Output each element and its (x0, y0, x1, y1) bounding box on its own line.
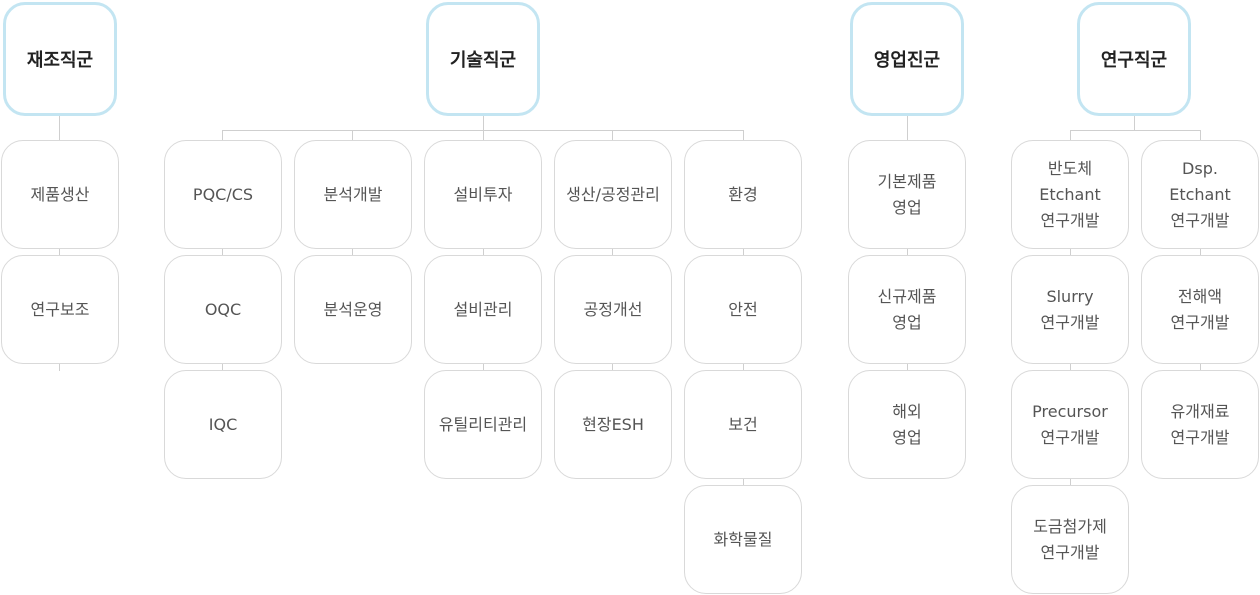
node-label: 설비투자 (453, 184, 513, 204)
node-label: 안전 (728, 299, 758, 319)
group-header-research: 연구직군 (1077, 2, 1191, 116)
org-node: Dsp. Etchant 연구개발 (1141, 140, 1259, 249)
org-node: 설비관리 (424, 255, 542, 364)
group-header-technical: 기술직군 (426, 2, 540, 116)
node-label: 해외 (892, 401, 922, 421)
node-label: 연구개발 (1170, 312, 1230, 332)
org-node: 화학물질 (684, 485, 802, 594)
org-node: 기본제품 영업 (848, 140, 966, 249)
org-node: 현장ESH (554, 370, 672, 479)
org-node: 제품생산 (1, 140, 119, 249)
node-label: 연구개발 (1040, 542, 1100, 562)
org-node: 도금첨가제 연구개발 (1011, 485, 1129, 594)
org-node: 해외 영업 (848, 370, 966, 479)
node-label: 신규제품 (877, 286, 937, 306)
org-node: 연구보조 (1, 255, 119, 364)
connector-line (483, 130, 484, 370)
node-label: 연구개발 (1040, 210, 1100, 230)
node-label: 유개재료 (1170, 401, 1230, 421)
org-node: 신규제품 영업 (848, 255, 966, 364)
connector-line (612, 130, 613, 370)
connector-line (1070, 130, 1201, 131)
org-node: IQC (164, 370, 282, 479)
node-label: Etchant (1169, 184, 1231, 204)
node-label: 반도체 (1047, 158, 1093, 178)
org-node: Precursor 연구개발 (1011, 370, 1129, 479)
node-label: 영업 (892, 312, 922, 332)
node-label: 영업 (892, 197, 922, 217)
node-label: 설비관리 (453, 299, 513, 319)
org-node: 반도체 Etchant 연구개발 (1011, 140, 1129, 249)
org-node: 생산/공정관리 (554, 140, 672, 249)
org-node: 유개재료 연구개발 (1141, 370, 1259, 479)
node-label: 연구개발 (1170, 210, 1230, 230)
node-label: Precursor (1032, 401, 1108, 421)
node-label: IQC (208, 414, 238, 434)
org-node: 분석개발 (294, 140, 412, 249)
org-node: Slurry 연구개발 (1011, 255, 1129, 364)
org-node: 분석운영 (294, 255, 412, 364)
node-label: 생산/공정관리 (566, 184, 660, 204)
node-label: 도금첨가제 (1033, 516, 1107, 536)
org-node: 보건 (684, 370, 802, 479)
org-node: PQC/CS (164, 140, 282, 249)
node-label: 연구개발 (1040, 427, 1100, 447)
node-label: 연구보조 (30, 299, 90, 319)
node-label: 공정개선 (583, 299, 643, 319)
node-label: Dsp. (1182, 158, 1218, 178)
node-label: 유틸리티관리 (438, 414, 528, 434)
node-label: 제품생산 (30, 184, 90, 204)
connector-line (483, 116, 484, 140)
connector-line (222, 130, 223, 370)
node-label: Slurry (1046, 286, 1094, 306)
node-label: 연구개발 (1040, 312, 1100, 332)
org-node: 전해액 연구개발 (1141, 255, 1259, 364)
node-label: OQC (204, 299, 242, 319)
org-node: OQC (164, 255, 282, 364)
group-header-sales: 영업진군 (850, 2, 964, 116)
node-label: 보건 (728, 414, 758, 434)
node-label: 분석개발 (323, 184, 383, 204)
org-node: 설비투자 (424, 140, 542, 249)
connector-line (1200, 130, 1201, 370)
node-label: 영업 (892, 427, 922, 447)
node-label: 연구개발 (1170, 427, 1230, 447)
connector-line (1134, 116, 1135, 130)
org-node: 공정개선 (554, 255, 672, 364)
node-label: 분석운영 (323, 299, 383, 319)
org-node: 유틸리티관리 (424, 370, 542, 479)
org-node: 환경 (684, 140, 802, 249)
node-label: 현장ESH (582, 414, 644, 434)
node-label: 기본제품 (877, 171, 937, 191)
group-header-manufacturing: 재조직군 (3, 2, 117, 116)
org-node: 안전 (684, 255, 802, 364)
node-label: 환경 (728, 184, 758, 204)
node-label: 화학물질 (713, 529, 773, 549)
node-label: 전해액 (1177, 286, 1223, 306)
node-label: PQC/CS (192, 184, 254, 204)
node-label: Etchant (1039, 184, 1101, 204)
